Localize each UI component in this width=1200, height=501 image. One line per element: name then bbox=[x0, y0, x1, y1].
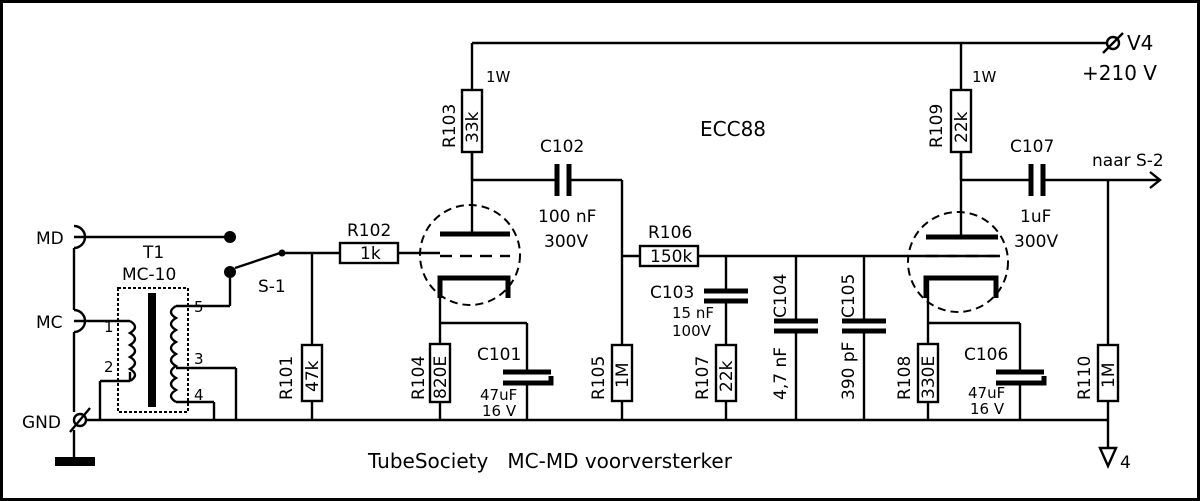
r103-ref: R103 bbox=[440, 104, 460, 148]
r110-ref: R110 bbox=[1075, 356, 1095, 400]
r103-power: 1W bbox=[486, 68, 511, 86]
supply-node-label: V4 bbox=[1127, 31, 1153, 55]
ground-node-label: 4 bbox=[1120, 453, 1131, 473]
capacitor-c107 bbox=[961, 164, 1162, 345]
resistor-r109 bbox=[949, 88, 973, 180]
transformer-pin-5: 5 bbox=[194, 298, 204, 316]
resistor-r107 bbox=[714, 343, 738, 420]
r101-ref: R101 bbox=[277, 356, 297, 400]
c105-ref: C105 bbox=[839, 274, 859, 318]
mc-input-label: MC bbox=[36, 313, 63, 333]
resistor-r104 bbox=[428, 342, 452, 420]
transformer-ref: T1 bbox=[142, 243, 164, 263]
c104-ref: C104 bbox=[771, 274, 791, 318]
r109-ref: R109 bbox=[927, 104, 947, 148]
c107-value: 1uF bbox=[1020, 207, 1051, 227]
md-input-label: MD bbox=[36, 229, 64, 249]
r105-ref: R105 bbox=[589, 356, 609, 400]
gnd-label: GND bbox=[22, 413, 61, 433]
c101-voltage: 16 V bbox=[482, 402, 517, 420]
switch-label: S-1 bbox=[258, 277, 286, 297]
c103-ref: C103 bbox=[650, 283, 694, 303]
r101-value: 47k bbox=[303, 360, 323, 392]
c106-voltage: 16 V bbox=[970, 400, 1005, 418]
c102-voltage: 300V bbox=[544, 232, 588, 252]
r104-ref: R104 bbox=[409, 356, 429, 400]
r109-power: 1W bbox=[972, 68, 997, 86]
tube-1 bbox=[419, 150, 521, 344]
capacitor-c102 bbox=[472, 164, 624, 345]
r107-ref: R107 bbox=[693, 356, 713, 400]
r110-value: 1M bbox=[1099, 363, 1119, 388]
r102-value: 1k bbox=[360, 244, 381, 264]
c101-ref: C101 bbox=[477, 345, 521, 365]
capacitor-c106 bbox=[928, 321, 1047, 420]
transformer-pin-3: 3 bbox=[194, 350, 204, 368]
output-label: naar S-2 bbox=[1092, 151, 1164, 171]
capacitor-c101 bbox=[440, 321, 554, 420]
transformer-type: MC-10 bbox=[122, 265, 176, 285]
transformer-pin-4: 4 bbox=[194, 386, 204, 404]
c107-voltage: 300V bbox=[1014, 232, 1058, 252]
c106-ref: C106 bbox=[964, 345, 1008, 365]
r105-value: 1M bbox=[613, 363, 633, 388]
c105-value: 390 pF bbox=[839, 342, 859, 400]
input-connectors bbox=[55, 224, 236, 466]
r102-ref: R102 bbox=[347, 221, 391, 241]
c102-ref: C102 bbox=[540, 137, 584, 157]
ground-rail bbox=[80, 418, 1118, 469]
supply-rail bbox=[470, 32, 1124, 90]
tube-type-label: ECC88 bbox=[700, 117, 766, 141]
capacitor-c103 bbox=[704, 256, 748, 345]
resistor-r108 bbox=[916, 342, 940, 420]
diagram-title: TubeSociety MC-MD voorversterker bbox=[367, 449, 733, 473]
c102-value: 100 nF bbox=[538, 207, 596, 227]
resistor-r102 bbox=[338, 241, 440, 265]
c107-ref: C107 bbox=[1010, 137, 1054, 157]
resistor-r101 bbox=[300, 253, 324, 420]
r107-value: 22k bbox=[717, 360, 737, 392]
switch-s1 bbox=[234, 249, 340, 270]
r108-ref: R108 bbox=[895, 356, 915, 400]
supply-voltage-label: +210 V bbox=[1082, 61, 1157, 85]
c101-value: 47uF bbox=[480, 386, 517, 404]
capacitor-c105 bbox=[842, 256, 886, 420]
resistor-r105 bbox=[610, 343, 634, 420]
transformer-pin-1: 1 bbox=[104, 318, 114, 336]
transformer-t1 bbox=[98, 266, 238, 420]
r109-value: 22k bbox=[952, 111, 972, 143]
r108-value: 330E bbox=[919, 356, 939, 399]
capacitor-c104 bbox=[774, 256, 818, 420]
resistor-r103 bbox=[460, 88, 484, 180]
r106-ref: R106 bbox=[648, 223, 692, 243]
c103-value: 15 nF bbox=[672, 304, 714, 322]
r106-value: 150k bbox=[650, 247, 692, 267]
r103-value: 33k bbox=[463, 111, 483, 143]
c104-value: 4,7 nF bbox=[771, 347, 791, 400]
transformer-pin-2: 2 bbox=[104, 358, 114, 376]
r104-value: 820E bbox=[431, 356, 451, 399]
c106-value: 47uF bbox=[968, 384, 1005, 402]
resistor-r110 bbox=[1096, 343, 1120, 420]
c103-voltage: 100V bbox=[672, 322, 712, 340]
